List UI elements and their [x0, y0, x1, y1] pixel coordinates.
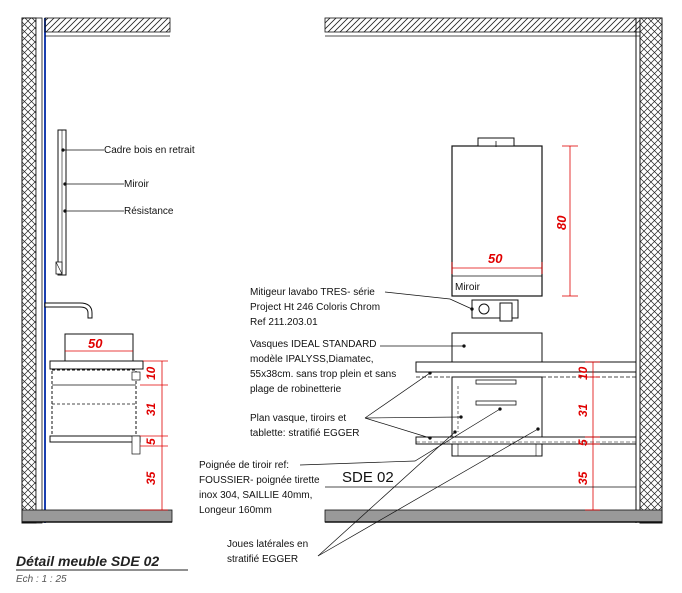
note-poignee-1: Poignée de tiroir ref: — [199, 460, 289, 471]
note-vasque-1: Vasques IDEAL STANDARD — [250, 339, 377, 350]
right-wall — [639, 17, 663, 524]
mirror-front — [451, 145, 543, 297]
faucet-side — [44, 302, 93, 319]
note-poignee-2: FOUSSIER- poignée tirette — [199, 475, 320, 486]
drawer-handle — [475, 379, 517, 385]
dim-left-h3: 5 — [144, 438, 158, 445]
note-joues-1: Joues latérales en — [227, 539, 308, 550]
right-ceiling — [324, 17, 641, 33]
dim-right-h2: 31 — [576, 403, 590, 417]
left-vertical-dims — [140, 360, 168, 511]
note-mitigeur-3: Ref 211.203.01 — [250, 317, 318, 328]
counter-top-front — [415, 361, 637, 373]
right-floor — [324, 509, 663, 523]
right-view: Miroir 50 80 — [324, 17, 663, 524]
note-plan-2: tablette: stratifié EGGER — [250, 428, 360, 439]
note-joues-2: stratifié EGGER — [227, 554, 298, 565]
label-resistance: Résistance — [124, 206, 174, 217]
dim-right-h1: 10 — [576, 366, 590, 380]
dim-right-h3: 5 — [576, 439, 590, 446]
drawer-front — [451, 376, 543, 438]
label-cadre-bois: Cadre bois en retrait — [104, 145, 195, 156]
left-view: Cadre bois en retrait Miroir Résistance … — [21, 17, 195, 524]
right-vertical-dims — [585, 361, 600, 511]
title-block: Détail meuble SDE 02 Ech : 1 : 25 — [16, 553, 188, 585]
dim-mirror-width: 50 — [488, 251, 503, 266]
counter-top-side — [49, 360, 144, 370]
left-wall — [21, 17, 37, 524]
drawing-title: Détail meuble SDE 02 — [16, 553, 159, 569]
dim-left-h2: 31 — [144, 402, 158, 416]
left-wall-lining — [35, 17, 43, 524]
left-floor — [21, 509, 173, 523]
note-vasque-3: 55x38cm. sans trop plein et sans — [250, 369, 396, 380]
room-ref: SDE 02 — [342, 469, 394, 486]
note-vasque-2: modèle IPALYSS,Diamatec, — [250, 354, 374, 365]
shelf-side — [49, 435, 141, 443]
basin-front — [451, 332, 543, 363]
annotation-notes: Mitigeur lavabo TRES- série Project Ht 2… — [199, 287, 540, 565]
note-poignee-3: inox 304, SAILLIE 40mm, — [199, 490, 312, 501]
left-ceiling — [44, 17, 171, 33]
dim-left-width: 50 — [88, 336, 103, 351]
drawing-scale: Ech : 1 : 25 — [16, 574, 67, 585]
note-mitigeur-2: Project Ht 246 Coloris Chrom — [250, 302, 380, 313]
label-miroir-left: Miroir — [124, 179, 150, 190]
basin-side — [64, 333, 134, 362]
note-poignee-4: Longeur 160mm — [199, 505, 272, 516]
mirror-label: Miroir — [455, 282, 481, 293]
dim-right-h4: 35 — [576, 471, 590, 485]
dim-mirror-height: 80 — [554, 215, 569, 230]
note-mitigeur-1: Mitigeur lavabo TRES- série — [250, 287, 375, 298]
note-plan-1: Plan vasque, tiroirs et — [250, 413, 346, 424]
note-vasque-4: plage de robinetterie — [250, 384, 342, 395]
dim-left-h4: 35 — [144, 471, 158, 485]
dim-left-h1: 10 — [144, 366, 158, 380]
